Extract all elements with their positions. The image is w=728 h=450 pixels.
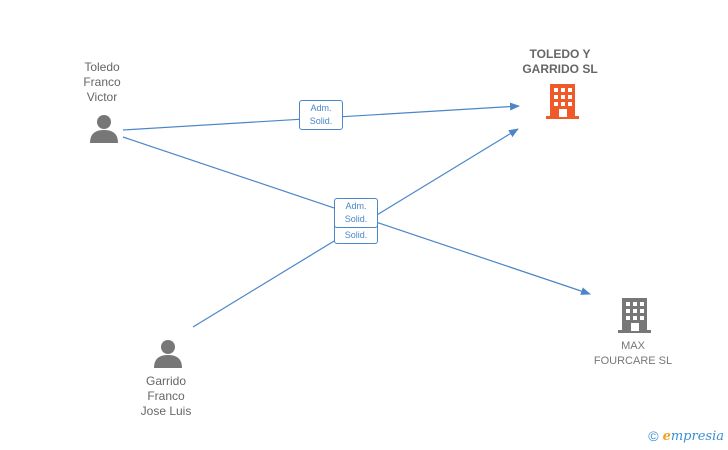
building-icon[interactable] <box>546 84 579 119</box>
relation-badge-line-2: Solid. <box>344 214 368 224</box>
person-toledo-label: Toledo Franco Victor <box>62 60 142 105</box>
relation-badge-toledo-main[interactable]: Adm. Solid. <box>299 100 343 130</box>
building-icon[interactable] <box>618 298 651 333</box>
brand-logo-letter: e <box>662 428 671 444</box>
person-garrido-line-3: Jose Luis <box>140 404 192 418</box>
person-garrido-line-1: Garrido <box>145 374 186 388</box>
person-garrido-line-2: Franco <box>147 389 185 403</box>
person-icon[interactable] <box>153 338 183 368</box>
relation-badge-line-1: Adm. <box>310 103 332 113</box>
company-max-line-2: FOURCARE SL <box>593 355 673 367</box>
copyright-icon: © <box>648 428 659 444</box>
empresia-watermark: © e mpresia <box>648 428 724 444</box>
company-max-line-1: MAX <box>621 340 645 352</box>
company-main-label: TOLEDO Y GARRIDO SL <box>500 47 620 77</box>
company-main-line-2: GARRIDO SL <box>522 62 598 76</box>
relation-badge-center-upper[interactable]: Adm. Solid. <box>334 198 378 228</box>
relation-badge-line-1: Adm. <box>345 201 367 211</box>
person-toledo-line-3: Victor <box>86 90 118 104</box>
person-toledo-line-1: Toledo <box>84 60 120 74</box>
relation-badge-line-1: Solid. <box>344 230 368 240</box>
person-toledo-line-2: Franco <box>83 75 121 89</box>
brand-logo-text: mpresia <box>670 428 724 444</box>
company-max-label: MAX FOURCARE SL <box>572 339 694 369</box>
relation-badge-line-2: Solid. <box>309 116 333 126</box>
person-icon[interactable] <box>89 113 119 143</box>
person-garrido-label: Garrido Franco Jose Luis <box>118 374 214 419</box>
company-main-line-1: TOLEDO Y <box>529 47 591 61</box>
